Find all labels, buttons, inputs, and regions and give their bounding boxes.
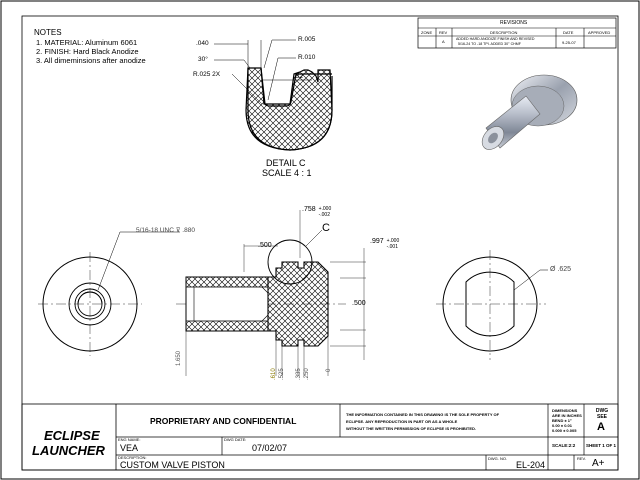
detail-dim-040: .040: [196, 40, 209, 47]
notes-title: NOTES: [34, 28, 62, 37]
description-label: DESCRIPTION:: [118, 455, 147, 460]
dim-758-tol-plus: +.000: [318, 206, 332, 212]
dwg-date-label: DWG DATE:: [224, 437, 247, 442]
proprietary-heading: PROPRIETARY AND CONFIDENTIAL: [150, 416, 297, 426]
dim-610: .610: [271, 368, 277, 380]
detail-c-label: C: [322, 222, 330, 234]
dimensions-note-1: DIMENSIONS: [552, 408, 578, 413]
right-end-view: [436, 250, 548, 360]
isometric-render: [481, 74, 578, 150]
statement-line-2: ECLIPSE. ANY REPRODUCTION IN PART OR AS …: [346, 419, 458, 424]
dim-997-tol-minus: -.001: [386, 244, 398, 250]
detail-title: DETAIL C: [266, 158, 306, 168]
dim-250: .250: [304, 368, 310, 380]
eng-name-value: VEA: [120, 443, 139, 453]
detail-c-section: [214, 39, 333, 151]
dim-997-tol-plus: +.000: [386, 238, 400, 244]
statement-line-3: WITHOUT THE WRITTEN PERMISSION OF ECLIPS…: [346, 426, 477, 431]
eng-name-label: ENG NAME:: [118, 437, 141, 442]
dimensions-note-5: 0.000 ± 0.005: [552, 428, 577, 433]
notes-item-dimensions: 3. All dimeminsions after anodize: [36, 56, 146, 65]
dwg-date-value: 07/02/07: [252, 443, 288, 453]
main-section-view: [176, 210, 366, 376]
dimensions-note-3: BEND ± 1°: [552, 418, 572, 423]
rev-value: A+: [592, 458, 605, 469]
dim-525: .525: [279, 368, 285, 380]
dim-1650: 1.650: [176, 350, 182, 366]
dimensions-note-4: 0.00 ± 0.01: [552, 423, 572, 428]
revisions-header-zone: ZONE: [421, 30, 433, 35]
revisions-table-lines: [417, 17, 617, 49]
scale-label: SCALE:2:2: [552, 443, 576, 448]
dim-997: .997 +.000 -.001: [370, 238, 400, 250]
revisions-row-description-1: ADDED HARD ANODIZE FINISH AND REVISED: [456, 37, 535, 41]
detail-scale: SCALE 4 : 1: [262, 168, 312, 178]
detail-dim-32: .32: [294, 73, 304, 80]
company-name-line1: ECLIPSE: [44, 428, 100, 443]
dim-diameter-625: Ø .625: [550, 266, 572, 273]
revisions-header-date: DATE: [563, 30, 574, 35]
detail-dim-r005: R.005: [298, 36, 316, 43]
dwg-see-value: A: [597, 421, 605, 433]
revisions-header-rev: REV: [439, 30, 448, 35]
sheet-label: SHEET 1 OF 1: [586, 443, 617, 448]
thread-callout: 5/16-18 UNC ⊽ .880: [136, 227, 195, 234]
detail-dim-r010: R.010: [298, 54, 316, 61]
dimensions-note-2: ARE IN INCHES: [552, 413, 582, 418]
dim-500-top: .500: [258, 242, 272, 249]
dwg-see-label: DWG SEE: [595, 408, 609, 420]
dim-335: .335: [296, 368, 302, 380]
dwg-no-label: DWG. NO.: [488, 456, 508, 461]
revisions-row-description-2: 5/16-24 TO -18 TPI. ADDED 30° CHMF: [458, 42, 521, 46]
rev-label: REV.: [577, 456, 586, 461]
revisions-title: REVISIONS: [500, 20, 528, 26]
revisions-header-approved: APPROVED: [588, 30, 611, 35]
revisions-row-date: 9-25-07: [562, 40, 576, 45]
dim-758-tol-minus: -.002: [318, 212, 330, 218]
revisions-row-rev: A: [442, 39, 445, 44]
dim-758: .758 +.000 -.002: [302, 206, 332, 218]
dwg-no-value: EL-204: [516, 460, 546, 470]
notes-item-finish: 2. FINISH: Hard Black Anodize: [36, 47, 139, 56]
notes-item-material: 1. MATERIAL: Aluminum 6061: [36, 38, 138, 47]
title-block-lines: [21, 403, 619, 471]
detail-dim-30deg: 30°: [198, 56, 208, 63]
description-value: CUSTOM VALVE PISTON: [120, 460, 225, 470]
statement-line-1: THE INFORMATION CONTAINED IN THIS DRAWIN…: [346, 412, 500, 417]
left-end-view: [38, 231, 180, 356]
company-name-line2: LAUNCHER: [32, 443, 105, 458]
detail-dim-r025: R.025 2X: [193, 71, 221, 78]
dim-500-right: .500: [352, 300, 366, 307]
dim-0: 0: [326, 368, 332, 372]
revisions-header-description: DESCRIPTION: [490, 30, 518, 35]
